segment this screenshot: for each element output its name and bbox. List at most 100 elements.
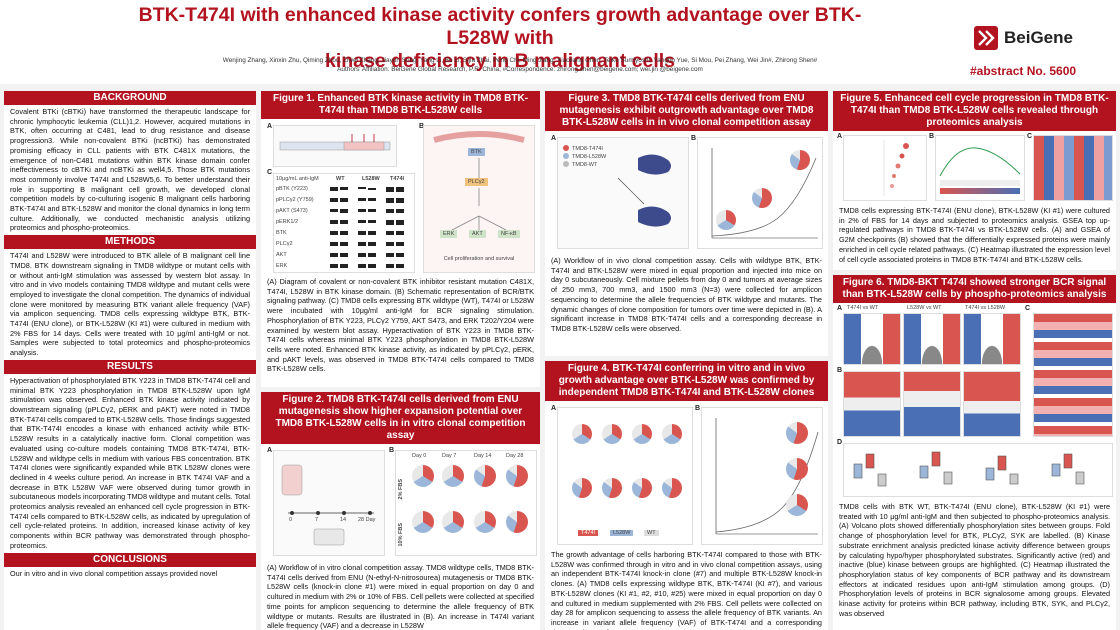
pie-250 [752,188,772,208]
fig5-caption: TMD8 cells expressing BTK-T474I (ENU clo… [839,206,1110,264]
fig3-workflow: TMD8-T474I TMD8-L528W TMD8-WT [557,137,689,249]
fig5-heatmap [1033,135,1113,201]
fig4-heading: Figure 4. BTK-T474I conferring in vitro … [545,361,828,401]
tumor-growth-svg [711,148,818,239]
fig3-panels: A TMD8-T474I TMD8-L528W TMD8-WT B [545,131,828,253]
pie-a-6 [602,478,622,498]
day-7-label: Day 7 [442,453,457,459]
conclusions-heading: CONCLUSIONS [4,552,256,567]
background-heading: BACKGROUND [4,91,256,105]
fig5-label-c: C [1027,133,1033,140]
column-3: Figure 3. TMD8 BTK-T474I cells derived f… [545,91,828,630]
timeline-0: 0 [289,517,293,523]
fbs-2-label: 2% FBS [398,479,404,500]
pie-a-3 [632,424,652,444]
fig1-domain-diagram [273,125,397,167]
node-akt: AKT [469,230,486,238]
workflow-svg [281,464,374,546]
wb-row-6: AKT [276,252,287,258]
fig4-pie-grid: T474I L528W WT [557,407,693,545]
wb-col-t474i: T474I [390,176,405,182]
day-0-label: Day 0 [412,453,427,459]
fig1-western-blot: 10μg/mL anti-IgM WT L528W T474I pBTK (Y2… [273,173,415,273]
pie-a-8 [662,478,682,498]
pie-10fbs-d28 [506,511,528,533]
fig4-legend-t474i: T474I [578,530,599,536]
wb-row-7: ERK [276,263,288,269]
figure-2: Figure 2. TMD8 BTK-T474I cells derived f… [261,392,540,630]
pie-2fbs-d14 [474,465,496,487]
figure-5: Figure 5. Enhanced cell cycle progressio… [833,91,1116,270]
pie-day0 [716,210,736,230]
fig3-label-a: A [551,135,557,142]
background-text: Covalent BTKi (cBTKi) have transformed t… [10,107,250,233]
fig6-label-a: A [837,305,843,312]
fig4-panels: A T474I L528W WT B [545,401,828,547]
pathway-svg [433,131,525,231]
fig2-label-a: A [267,447,273,454]
gsea-dotplot-svg [883,140,909,196]
node-erk: ERK [440,230,458,238]
poster-header: BTK-T474I with enhanced kinase activity … [0,0,1120,84]
fig5-label-a: A [837,133,843,140]
pathway-footer: Cell proliferation and survival [443,256,515,262]
beigene-logo-icon [974,26,998,50]
wb-col-wt: WT [336,176,345,182]
fig1-panels: A C 10μg/mL anti-IgM WT L528W T474I pBTK… [261,119,540,274]
fig4-caption: The growth advantage of cells harboring … [551,550,822,630]
logo-text: BeiGene [1004,28,1073,47]
fbs-10-label: 10% FBS [398,523,404,547]
pie-2fbs-d0 [412,465,434,487]
pie-a-4 [662,424,682,444]
pie-b-3 [786,494,808,516]
pie-b-1 [786,422,808,444]
node-btk: BTK [468,148,485,156]
methods-heading: METHODS [4,235,256,250]
poster-title: BTK-T474I with enhanced kinase activity … [120,4,880,73]
fig4-label-b: B [695,405,701,412]
wb-row-1: pPLCγ2 (Y759) [276,197,314,203]
timeline-14: 14 [340,517,347,523]
pie-10fbs-d14 [474,511,496,533]
column-4: Figure 5. Enhanced cell cycle progressio… [833,91,1116,630]
pie-2fbs-d28 [506,465,528,487]
mouse-workflow-svg [563,145,671,227]
fig2-pie-grid: 2% FBS 10% FBS Day 0 Day 7 Day 14 Day 28 [395,450,537,556]
pie-a-1 [572,424,592,444]
pie-10fbs-d7 [442,511,464,533]
results-heading: RESULTS [4,359,256,374]
methods-text: T474I and L528W were introduced to BTK a… [10,251,250,358]
ksea-bar-3 [963,371,1021,437]
volcano-plot-2 [903,313,961,365]
column-1: BACKGROUND Covalent BTKi (cBTKi) have tr… [4,91,256,630]
day-28-label: Day 28 [506,453,524,459]
fig5-panels: A B C [833,131,1116,203]
abstract-number: #abstract No. 5600 [970,64,1077,78]
boxplots-svg [853,451,1085,487]
fig2-workflow: 0 7 14 28 Day [273,450,385,556]
fig5-gsea-enrichment [935,135,1025,201]
day-14-label: Day 14 [474,453,492,459]
title-line-1: BTK-T474I with enhanced kinase activity … [138,4,862,49]
fig5-label-b: B [929,133,935,140]
fig6-caption: TMD8 cells with BTK WT, BTK-T474I (ENU c… [839,502,1110,618]
fig4-tumor-growth [701,407,823,545]
pie-a-5 [572,478,592,498]
wb-row-5: PLCγ2 [276,241,293,247]
volcano-plot-1 [843,313,901,365]
pie-1500 [790,150,810,170]
title-line-2: kinase deficiency in B malignant cells [324,50,676,72]
ksea-bar-2 [903,371,961,437]
fig4-label-a: A [551,405,557,412]
fig3-label-b: B [691,135,697,142]
fig4-legend-l528w: L528W [610,530,634,536]
volcano-plot-3 [963,313,1021,365]
timeline-28: 28 Day [358,517,376,523]
figure-1: Figure 1. Enhanced BTK kinase activity i… [261,91,540,387]
fig6-label-d: D [837,439,843,446]
fig2-heading: Figure 2. TMD8 BTK-T474I cells derived f… [261,392,540,444]
affiliation: Authors' Affiliation: BeiGene Global Res… [337,66,703,73]
timeline-7: 7 [315,517,319,523]
author-list: Wenjing Zhang, Xinxin Zhu, Qiming Zhou, … [222,57,818,64]
legend-l528w: TMD8-L528W [572,154,607,160]
